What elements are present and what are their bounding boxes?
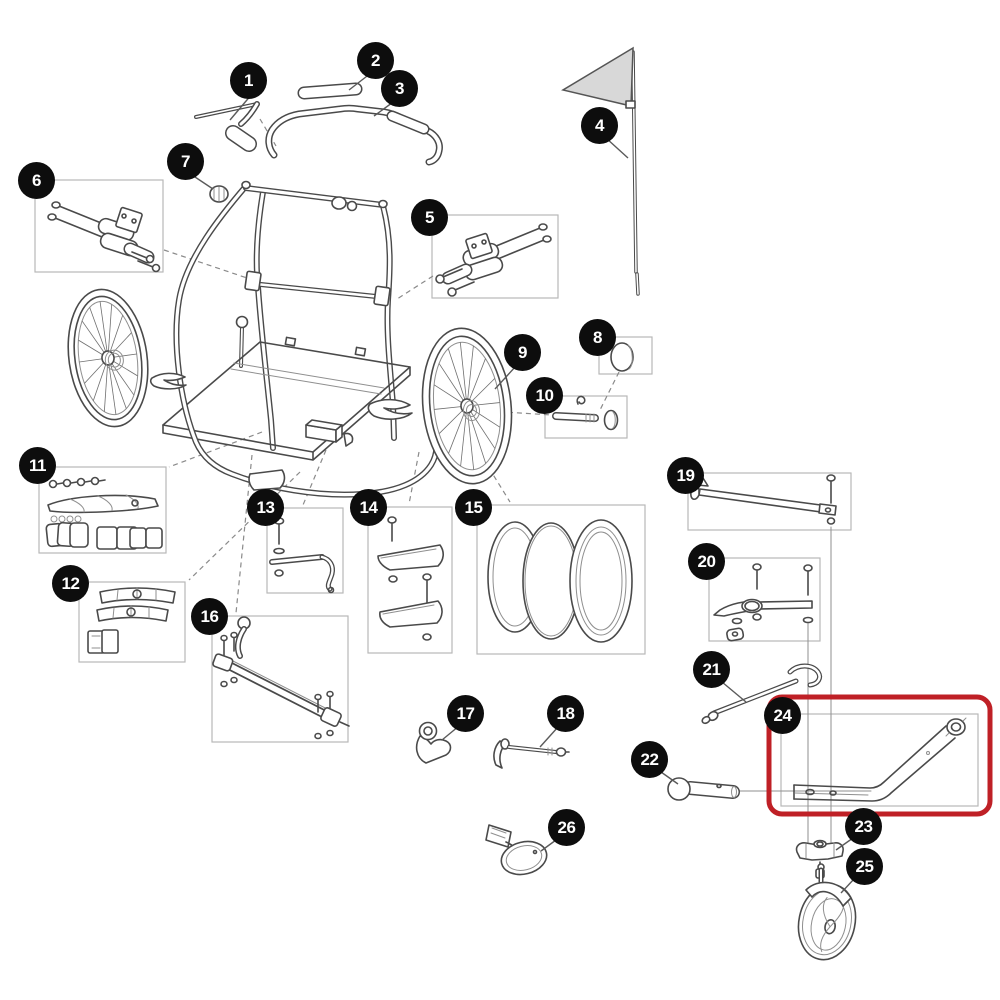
callout-badge-20[interactable]: 20 [688,543,725,580]
callout-badge-22[interactable]: 22 [631,741,668,778]
crossbar-knob [331,196,347,210]
part-box-14 [367,506,453,654]
callout-badge-13[interactable]: 13 [247,489,284,526]
callout-badge-8[interactable]: 8 [579,319,616,356]
callout-badge-21[interactable]: 21 [693,651,730,688]
reference-lines [738,526,872,844]
callout-badge-17[interactable]: 17 [447,695,484,732]
callout-badge-23[interactable]: 23 [845,808,882,845]
callout-badge-9[interactable]: 9 [504,334,541,371]
right-wheel-part-9 [421,327,513,485]
part-24-towbar-drawing [793,717,967,802]
part-8-drawing [610,342,634,372]
callout-badge-14[interactable]: 14 [350,489,387,526]
part-1-drawing [194,101,260,152]
part-box-20 [708,557,821,642]
part-22-drawing [667,777,740,801]
part-16-drawing [212,616,350,740]
part-25-drawing [797,863,857,961]
callout-badge-5[interactable]: 5 [411,199,448,236]
part-boxes [34,179,979,807]
callout-badge-16[interactable]: 16 [191,598,228,635]
part-13-drawing [269,517,335,594]
callout-badge-25[interactable]: 25 [846,848,883,885]
part-3-drawing [265,104,443,166]
callout-badge-12[interactable]: 12 [52,565,89,602]
part-12-drawing [87,587,176,654]
part-2-drawing [297,82,363,100]
callout-badge-3[interactable]: 3 [381,70,418,107]
part-box-24-inner [780,713,979,807]
part-14-drawing [377,516,444,641]
callout-badge-15[interactable]: 15 [455,489,492,526]
part-4-drawing [561,46,640,296]
left-wheel [67,288,149,428]
frame-clamp-left [244,270,262,292]
trailer-frame-drawing [67,180,513,498]
part-15-drawing [487,519,633,643]
part-6-drawing [47,201,161,273]
callout-badge-26[interactable]: 26 [548,809,585,846]
part-26-drawing [485,824,548,876]
part-5-drawing [435,223,552,297]
part-10-drawing [552,395,619,431]
part-17-drawing [415,721,452,764]
screws-row [48,476,106,489]
callout-badge-19[interactable]: 19 [667,457,704,494]
callout-badge-6[interactable]: 6 [18,162,55,199]
callout-badge-11[interactable]: 11 [19,447,56,484]
floor-deck [162,336,411,461]
callout-badge-18[interactable]: 18 [547,695,584,732]
callout-badge-1[interactable]: 1 [230,62,267,99]
callout-badge-24[interactable]: 24 [764,697,801,734]
part-20-drawing [713,563,814,642]
part-11-drawing [45,476,163,550]
flag-triangle [561,46,634,107]
frame-clamp-right [373,285,391,307]
part-7-drawing [209,185,229,203]
part-18-drawing [493,738,570,769]
part-21-drawing [701,663,823,725]
highlight-box-part-24 [766,694,993,817]
callout-badge-7[interactable]: 7 [167,143,204,180]
callout-badge-10[interactable]: 10 [526,377,563,414]
callout-badge-4[interactable]: 4 [581,107,618,144]
